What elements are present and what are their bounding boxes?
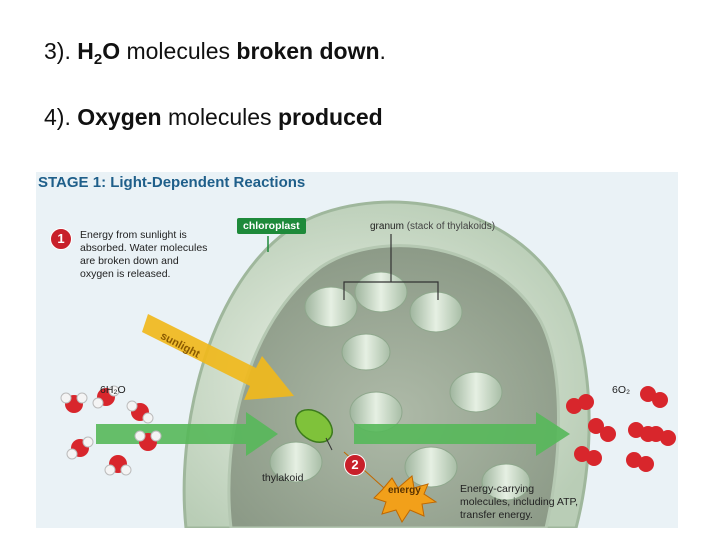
bullet-tail: . (379, 38, 386, 64)
bullet-bold-start: Oxygen (77, 104, 162, 130)
bullet-middle-text: molecules (161, 104, 278, 130)
granum-label: granum (stack of thylakoids) (370, 221, 495, 232)
step1-badge: 1 (50, 228, 72, 250)
granum-label-note: (stack of thylakoids) (406, 221, 496, 232)
water-label: 6H₂O (100, 384, 126, 396)
bullet-number: 4). (44, 104, 78, 130)
bullet-water-broken-down: 3). H2O molecules broken down. (44, 38, 386, 68)
water-molecules (60, 385, 162, 476)
step2-badge: 2 (344, 454, 366, 476)
green-arrow-left (96, 412, 278, 456)
formula-subscript: 2 (93, 51, 103, 68)
granum-stacks (269, 271, 531, 501)
chloroplast-illustration (36, 172, 678, 528)
step2-text: Energy-carrying molecules, including ATP… (460, 483, 579, 521)
bullet-middle-text: molecules (120, 38, 237, 64)
oxygen-molecules (566, 386, 676, 472)
sunlight-arrow (142, 314, 294, 400)
energy-burst (373, 475, 438, 523)
photosynthesis-figure: STAGE 1: Light-Dependent Reactions 1 Ene… (36, 172, 678, 528)
thylakoid-highlight (295, 409, 333, 443)
chloroplast-label: chloroplast (237, 218, 306, 234)
green-arrow-right (354, 412, 570, 456)
thylakoid-leader (325, 437, 333, 451)
formula-o: O (102, 38, 121, 64)
step1-text: Energy from sunlight is absorbed. Water … (80, 229, 208, 280)
bullet-number: 3). (44, 38, 78, 64)
thylakoid-label: thylakoid (262, 472, 304, 484)
granum-bracket (343, 234, 439, 300)
bullet-bold-end: produced (277, 104, 383, 130)
bullet-bold-end: broken down (236, 38, 380, 64)
formula-h: H (77, 38, 94, 64)
granum-label-main: granum (370, 221, 404, 232)
oxygen-label: 6O₂ (612, 384, 631, 396)
energy-label: energy (388, 485, 421, 496)
stage-title: STAGE 1: Light-Dependent Reactions (38, 174, 306, 191)
bullet-oxygen-produced: 4). Oxygen molecules produced (44, 104, 383, 131)
